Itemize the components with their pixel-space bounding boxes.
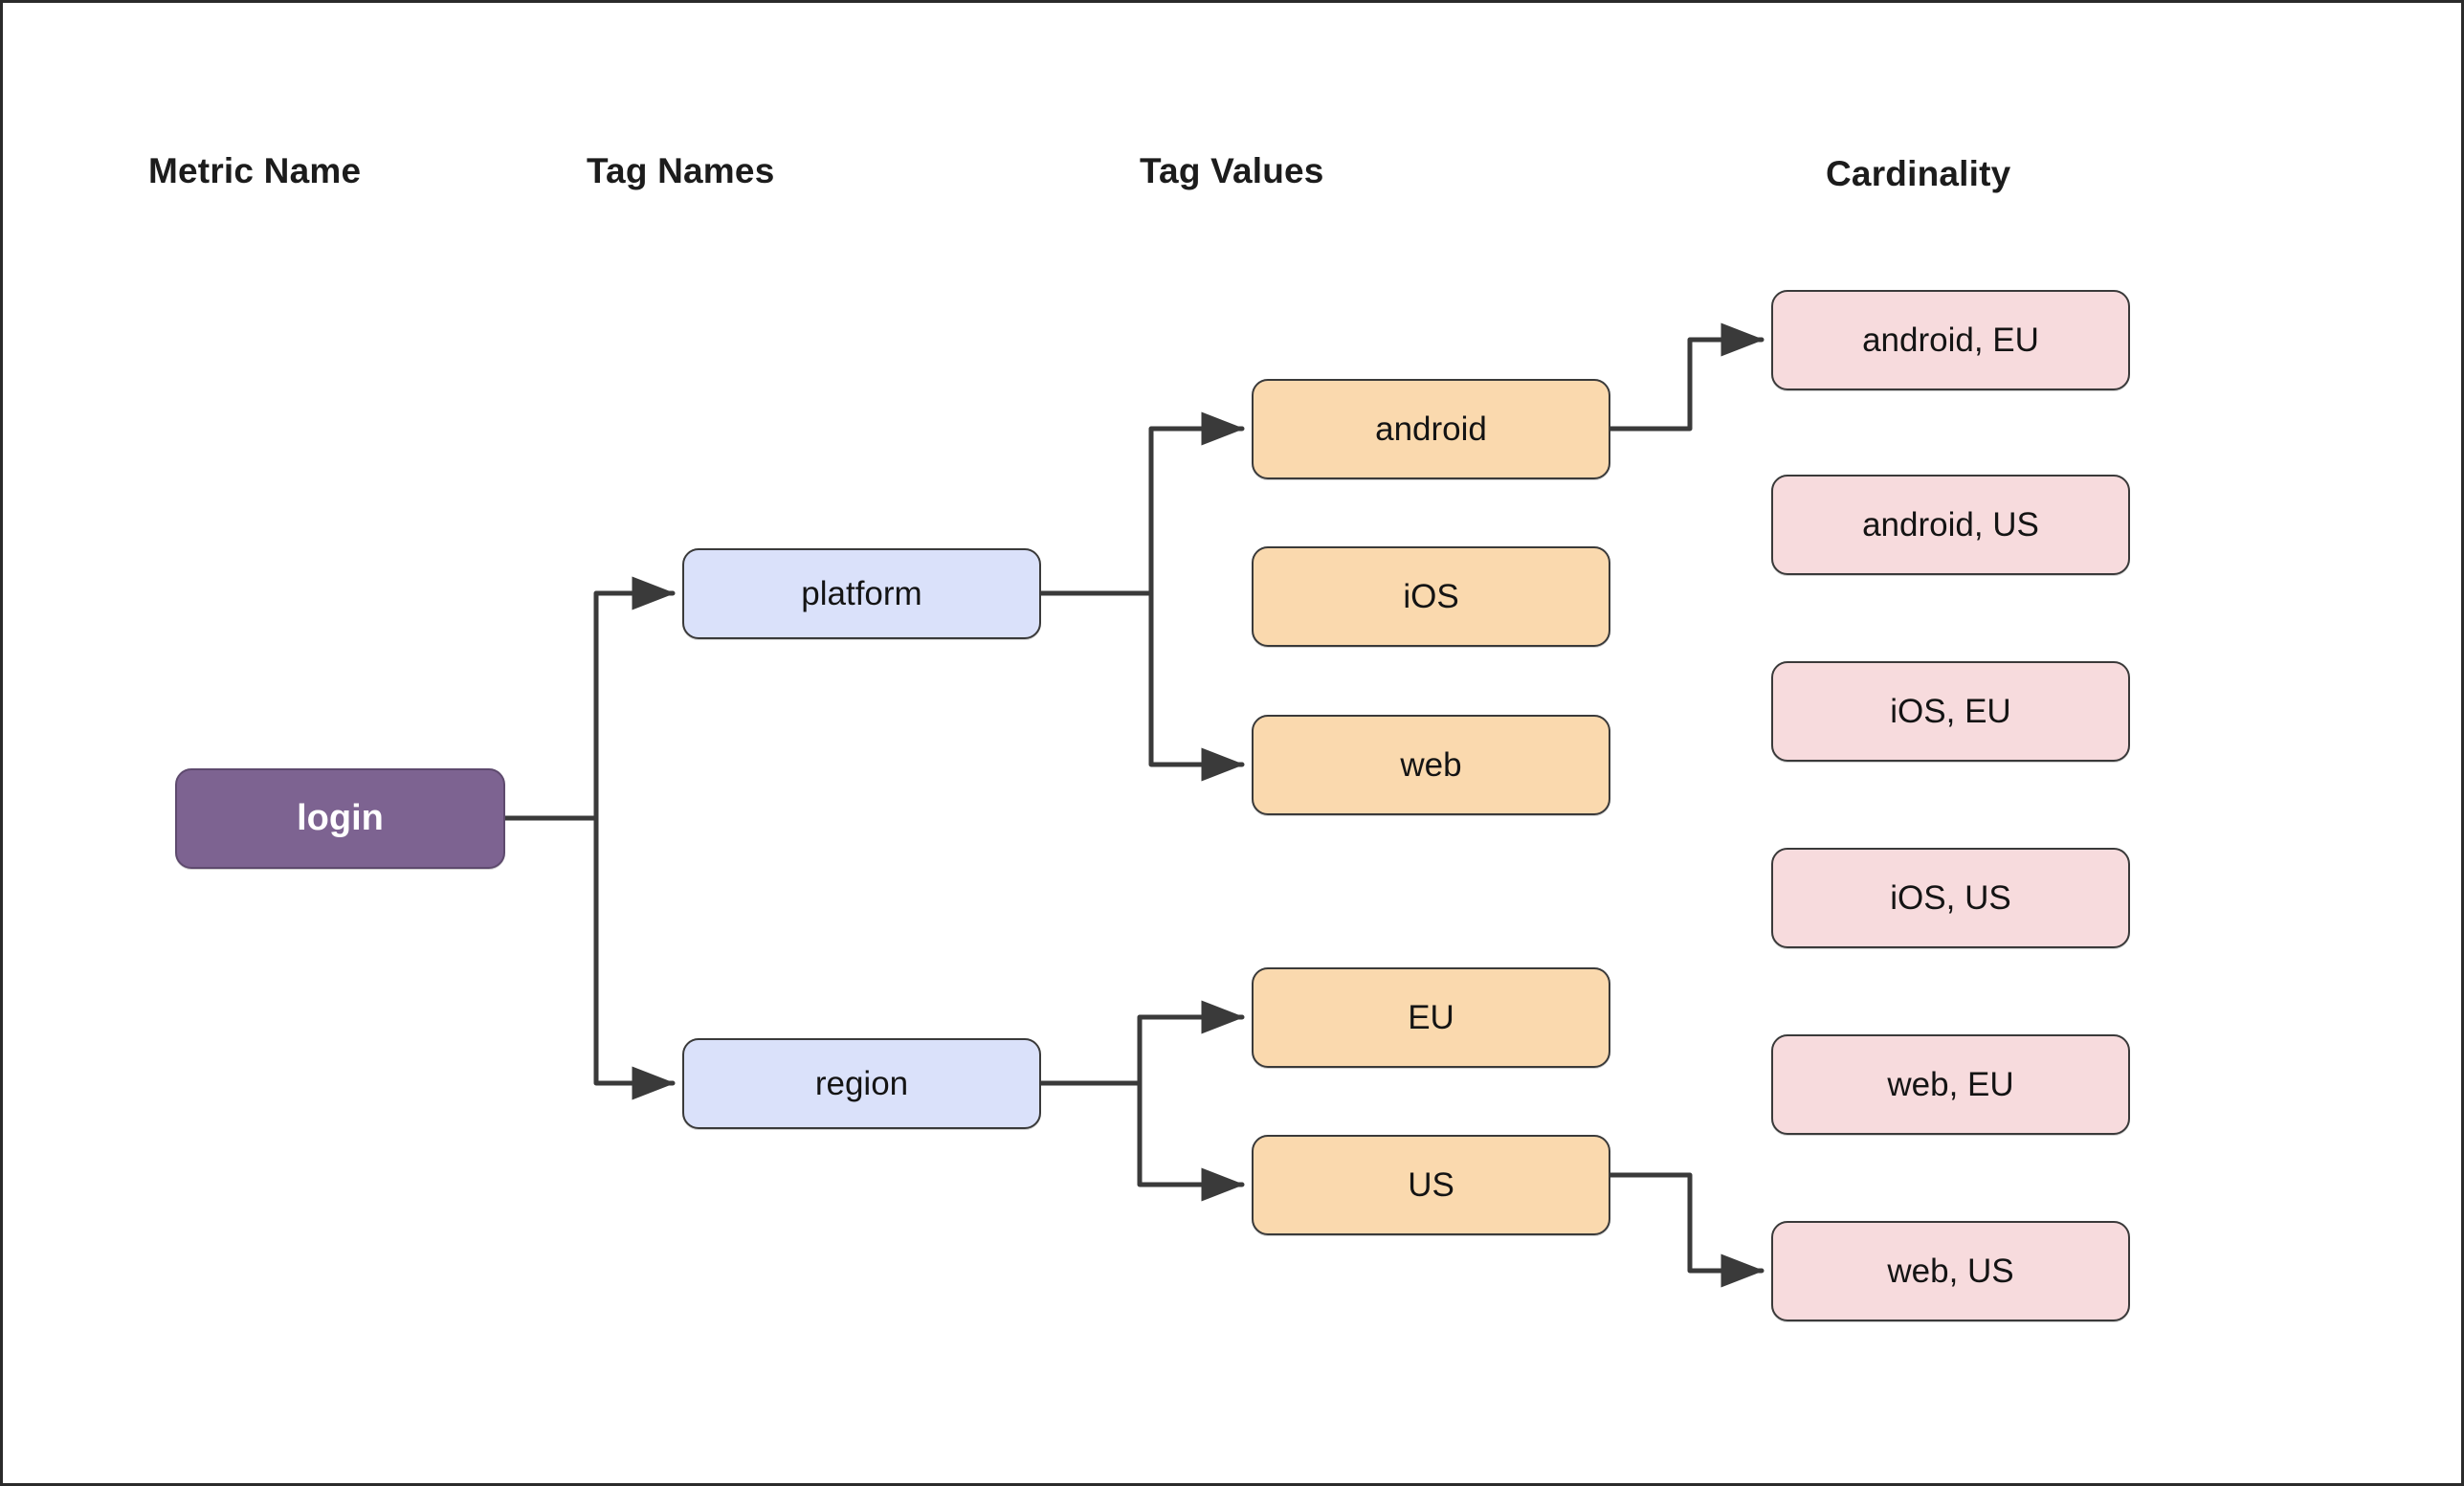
node-tagvalue-android[interactable]: android: [1252, 379, 1610, 479]
node-cardinality-ios-us[interactable]: iOS, US: [1771, 848, 2130, 948]
column-header-tag-values: Tag Values: [1140, 151, 1324, 190]
node-cardinality-web-eu[interactable]: web, EU: [1771, 1034, 2130, 1135]
node-tagname-region[interactable]: region: [682, 1038, 1041, 1129]
edge-platform-web: [1038, 590, 1245, 782]
node-tagvalue-eu[interactable]: EU: [1252, 967, 1610, 1068]
edge-region-us: [1038, 1080, 1245, 1202]
node-tagname-platform[interactable]: platform: [682, 548, 1041, 639]
node-cardinality-ios-eu[interactable]: iOS, EU: [1771, 661, 2130, 762]
node-cardinality-android-us[interactable]: android, US: [1771, 475, 2130, 575]
edge-login-region: [502, 815, 676, 1100]
node-cardinality-web-us[interactable]: web, US: [1771, 1221, 2130, 1321]
column-header-cardinality: Cardinality: [1826, 154, 2011, 193]
edge-android-android-eu: [1608, 322, 1765, 432]
node-tagvalue-web[interactable]: web: [1252, 715, 1610, 815]
node-cardinality-android-eu[interactable]: android, EU: [1771, 290, 2130, 390]
node-metric-login[interactable]: login: [175, 768, 505, 869]
node-tagvalue-ios[interactable]: iOS: [1252, 546, 1610, 647]
node-tagvalue-us[interactable]: US: [1252, 1135, 1610, 1235]
edge-login-platform: [502, 576, 676, 821]
column-header-tag-names: Tag Names: [587, 151, 775, 190]
edge-region-eu: [1038, 1000, 1245, 1086]
edge-platform-android: [1038, 411, 1245, 596]
edge-us-web-us: [1608, 1172, 1765, 1288]
column-header-metric-name: Metric Name: [148, 151, 362, 190]
